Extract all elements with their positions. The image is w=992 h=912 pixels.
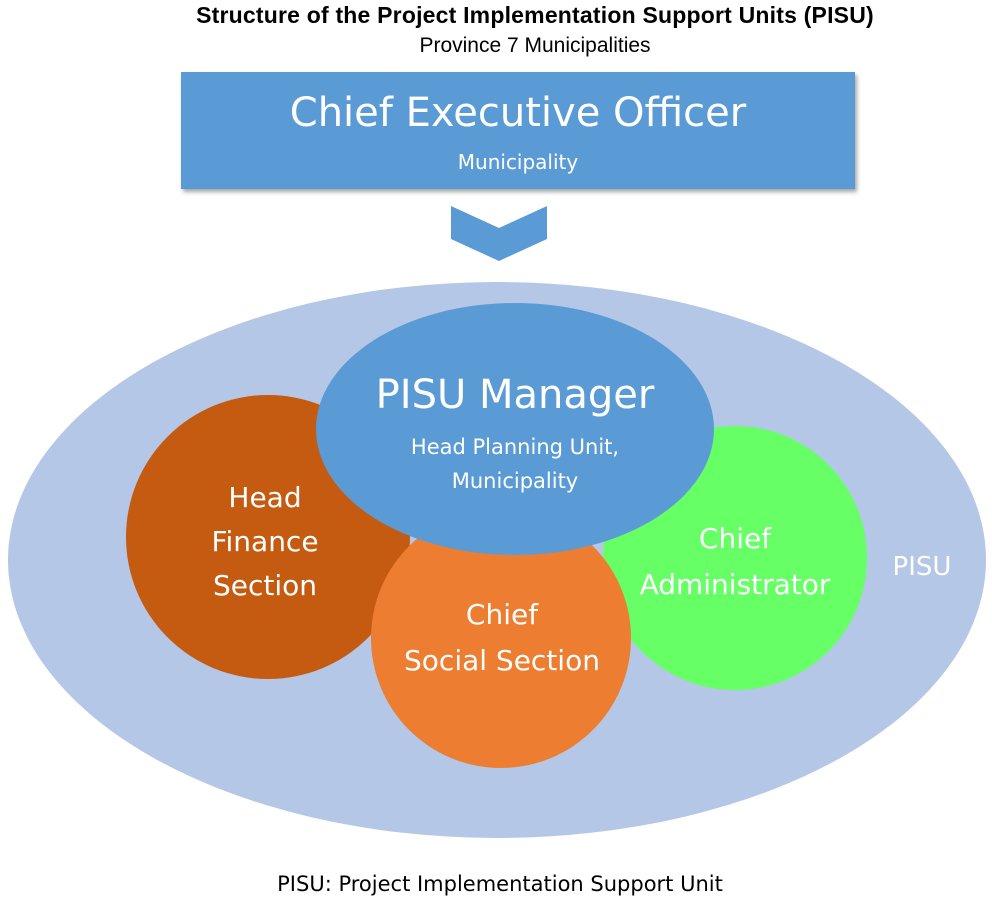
ceo-box: Chief Executive Officer Municipality [181, 72, 855, 189]
social-circle [371, 508, 631, 768]
manager-title: PISU Manager [375, 372, 655, 418]
manager-subtitle: Head Planning Unit, Municipality [318, 430, 712, 498]
manager-subtitle-line1: Head Planning Unit, [410, 435, 620, 459]
diagram-subtitle: Province 7 Municipalities [419, 34, 651, 57]
admin-label: Chief Administrator [600, 516, 870, 608]
finance-label-line1: Head [228, 481, 302, 514]
social-label-line2: Social Section [404, 644, 600, 677]
ceo-title: Chief Executive Officer [289, 90, 747, 136]
admin-label-line2: Administrator [639, 568, 831, 601]
diagram-title: Structure of the Project Implementation … [196, 2, 874, 28]
finance-label-line2: Finance [211, 525, 319, 558]
finance-label-line3: Section [212, 569, 318, 602]
admin-label-line1: Chief [698, 522, 772, 555]
pisu-group-label: PISU [892, 552, 952, 582]
finance-label: Head Finance Section [150, 476, 380, 608]
social-label-line1: Chief [465, 598, 539, 631]
ceo-subtitle: Municipality [457, 150, 579, 174]
manager-ellipse [316, 303, 714, 555]
social-label: Chief Social Section [372, 592, 632, 684]
chevron-down-icon [451, 206, 547, 261]
manager-subtitle-line2: Municipality [451, 469, 579, 493]
footnote: PISU: Project Implementation Support Uni… [277, 872, 723, 896]
